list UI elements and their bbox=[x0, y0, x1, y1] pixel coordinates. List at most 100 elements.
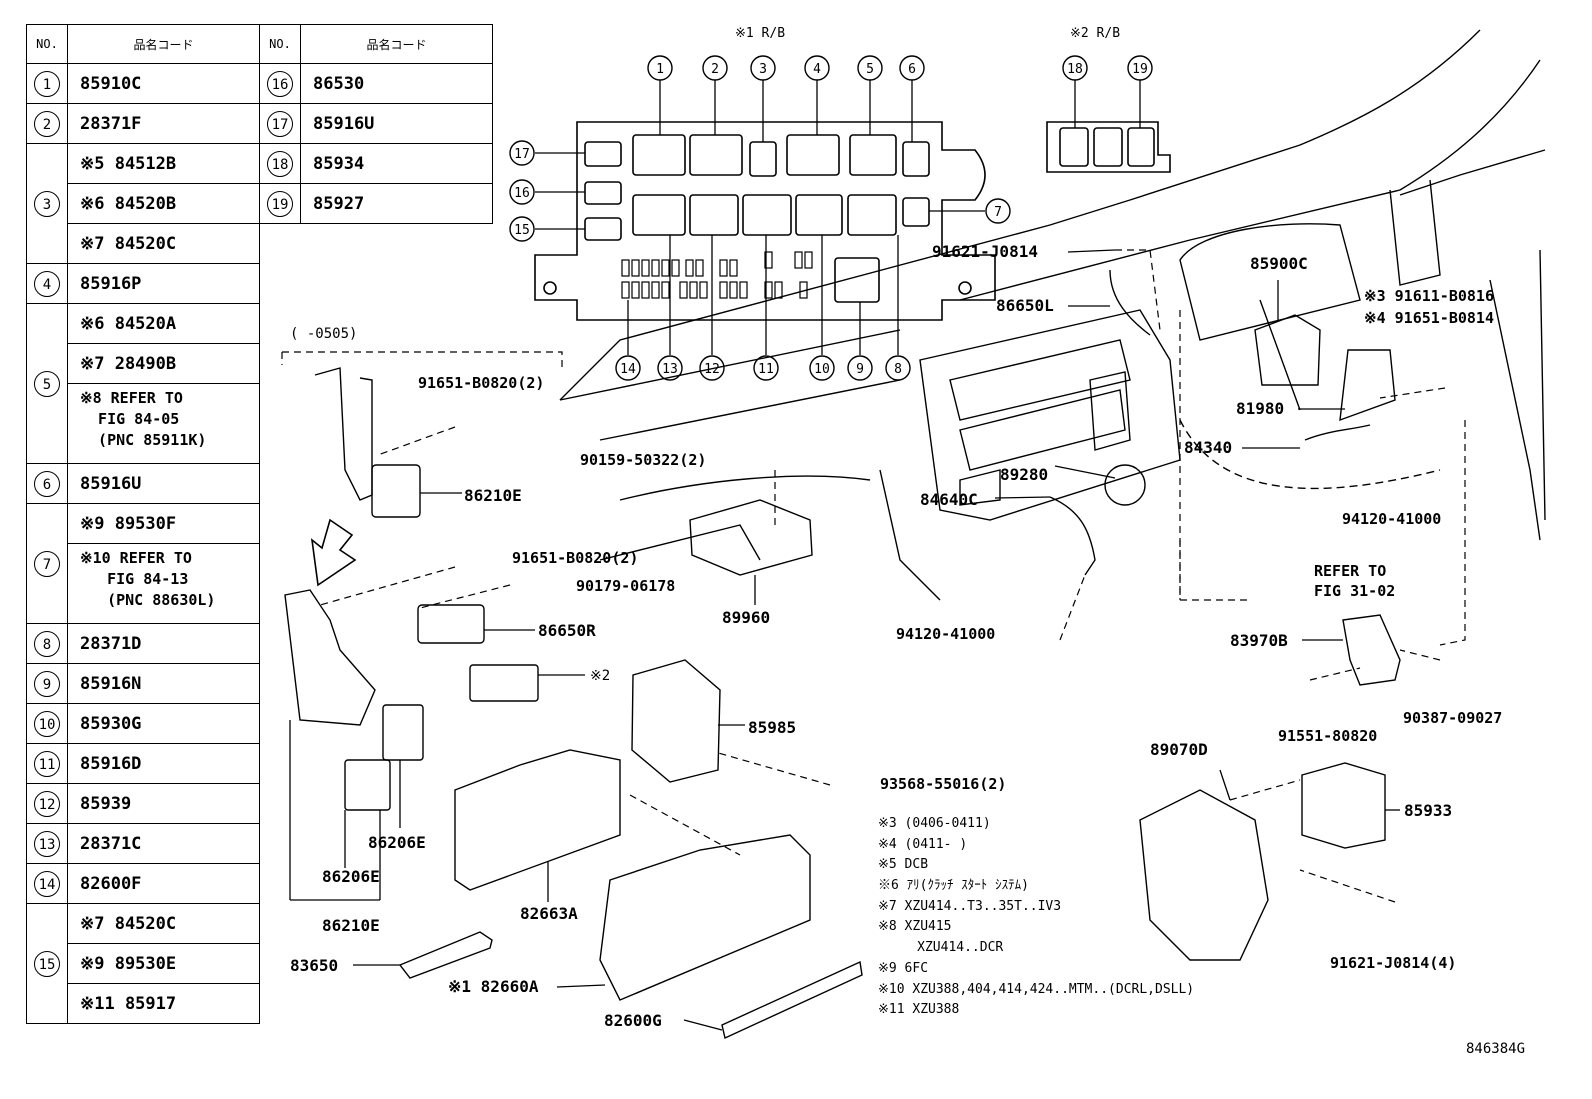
part-label: 86206E bbox=[368, 833, 426, 852]
part-label: 86210E bbox=[322, 916, 380, 935]
part-code: 85910C bbox=[67, 63, 260, 104]
part-code: 85934 bbox=[300, 143, 493, 184]
item-number: 16 bbox=[267, 70, 293, 97]
note-line: ※10 XZU388,404,414,424..MTM..(DCRL,DSLL) bbox=[878, 982, 1195, 997]
part-label: ※2 bbox=[590, 668, 611, 684]
callout-19: 19 bbox=[1132, 62, 1148, 77]
part-label: 89070D bbox=[1150, 740, 1208, 759]
part-code: 28371C bbox=[67, 823, 260, 864]
item-number: 12 bbox=[34, 790, 60, 817]
date-range: ( -0505) bbox=[290, 326, 358, 342]
item-number: 4 bbox=[34, 270, 60, 297]
sensor-89280 bbox=[1104, 464, 1146, 506]
relay-86206e-b bbox=[344, 759, 391, 811]
callout-4: 4 bbox=[813, 62, 821, 77]
header-no: NO. bbox=[26, 24, 68, 64]
ecu-89070d bbox=[1139, 789, 1269, 961]
relay-86210e bbox=[371, 464, 421, 518]
relay-86206e-a bbox=[382, 704, 424, 761]
part-code: ※9 89530F bbox=[67, 503, 260, 544]
part-label: 91651-B0820(2) bbox=[512, 549, 639, 567]
callout-7: 7 bbox=[994, 205, 1002, 220]
item-number: 2 bbox=[34, 110, 60, 137]
part-code: ※8 REFER TO FIG 84-05 (PNC 85911K) bbox=[67, 383, 260, 464]
part-code: ※6 84520B bbox=[67, 183, 260, 224]
part-code: 86530 bbox=[300, 63, 493, 104]
part-label: REFER TO bbox=[1314, 562, 1387, 580]
fuse-cover-82663a bbox=[454, 749, 621, 891]
junction-block-82660a bbox=[599, 834, 811, 1001]
note-line: ※3 (0406-0411) bbox=[878, 816, 991, 831]
item-number: 11 bbox=[34, 750, 60, 777]
part-label: 86210E bbox=[464, 486, 522, 505]
part-label: 93568-55016(2) bbox=[880, 775, 1007, 793]
part-code: ※7 28490B bbox=[67, 343, 260, 384]
part-label: ※4 91651-B0814 bbox=[1364, 309, 1494, 327]
part-code: 85930G bbox=[67, 703, 260, 744]
callout-17: 17 bbox=[514, 147, 530, 162]
item-number: 18 bbox=[267, 150, 293, 177]
part-label: 90179-06178 bbox=[576, 577, 676, 595]
relay-block-2 bbox=[1046, 121, 1171, 173]
part-label: 94120-41000 bbox=[896, 625, 996, 643]
part-code: ※5 84512B bbox=[67, 143, 260, 184]
item-number: 3 bbox=[34, 190, 60, 217]
part-code: 85927 bbox=[300, 183, 493, 224]
item-number: 10 bbox=[34, 710, 60, 737]
part-label: 90387-09027 bbox=[1403, 709, 1503, 727]
part-label: 86650L bbox=[996, 296, 1054, 315]
part-label: 94120-41000 bbox=[1342, 510, 1442, 528]
item-number: 19 bbox=[267, 190, 293, 217]
part-label: 82663A bbox=[520, 904, 578, 923]
part-label: 84640C bbox=[920, 490, 978, 509]
relay-85900c bbox=[1254, 314, 1321, 386]
callout-2: 2 bbox=[711, 62, 719, 77]
relay-89960 bbox=[689, 499, 813, 576]
note-line: ※7 XZU414..T3..35T..IV3 bbox=[878, 899, 1062, 914]
part-code: 82600F bbox=[67, 863, 260, 904]
callout-10: 10 bbox=[814, 362, 830, 377]
part-label: 91551-80820 bbox=[1278, 727, 1378, 745]
relay-86650r bbox=[417, 604, 485, 644]
connector-r2 bbox=[469, 664, 539, 702]
part-label: 81980 bbox=[1236, 399, 1285, 418]
callout-14: 14 bbox=[620, 362, 636, 377]
relay-block-1 bbox=[534, 121, 996, 321]
part-label: 91621-J0814(4) bbox=[1330, 954, 1457, 972]
header-code: 品名コード bbox=[67, 24, 260, 64]
part-label: 89280 bbox=[1000, 465, 1049, 484]
item-number: 17 bbox=[267, 110, 293, 137]
item-number: 6 bbox=[34, 470, 60, 497]
part-code: ※10 REFER TO FIG 84-13 (PNC 88630L) bbox=[67, 543, 260, 624]
part-code: ※7 84520C bbox=[67, 223, 260, 264]
harness-86650l bbox=[1109, 269, 1151, 336]
rb2-title: ※2 R/B bbox=[1070, 26, 1121, 41]
part-label: 84340 bbox=[1184, 438, 1233, 457]
harness-84640c bbox=[1049, 496, 1096, 576]
part-label: 91621-J0814 bbox=[932, 242, 1038, 261]
item-number: 8 bbox=[34, 630, 60, 657]
item-number: 13 bbox=[34, 830, 60, 857]
part-label: ※1 82660A bbox=[448, 977, 539, 996]
callout-6: 6 bbox=[908, 62, 916, 77]
callout-11: 11 bbox=[758, 362, 774, 377]
part-code: 85916P bbox=[67, 263, 260, 304]
part-code: ※11 85917 bbox=[67, 983, 260, 1024]
part-label: 85985 bbox=[748, 718, 797, 737]
dashboard-outline bbox=[559, 29, 1546, 601]
item-number: 7 bbox=[34, 550, 60, 577]
callout-8: 8 bbox=[894, 362, 902, 377]
item-number: 14 bbox=[34, 870, 60, 897]
callout-5: 5 bbox=[866, 62, 874, 77]
header-code: 品名コード bbox=[300, 24, 493, 64]
label-82600g bbox=[721, 960, 863, 1039]
part-label: 86206E bbox=[322, 867, 380, 886]
part-label: 86650R bbox=[538, 621, 596, 640]
callout-16: 16 bbox=[514, 186, 530, 201]
item-number: 9 bbox=[34, 670, 60, 697]
part-code: 85916U bbox=[67, 463, 260, 504]
item-number: 15 bbox=[34, 950, 60, 977]
callout-1: 1 bbox=[656, 62, 664, 77]
